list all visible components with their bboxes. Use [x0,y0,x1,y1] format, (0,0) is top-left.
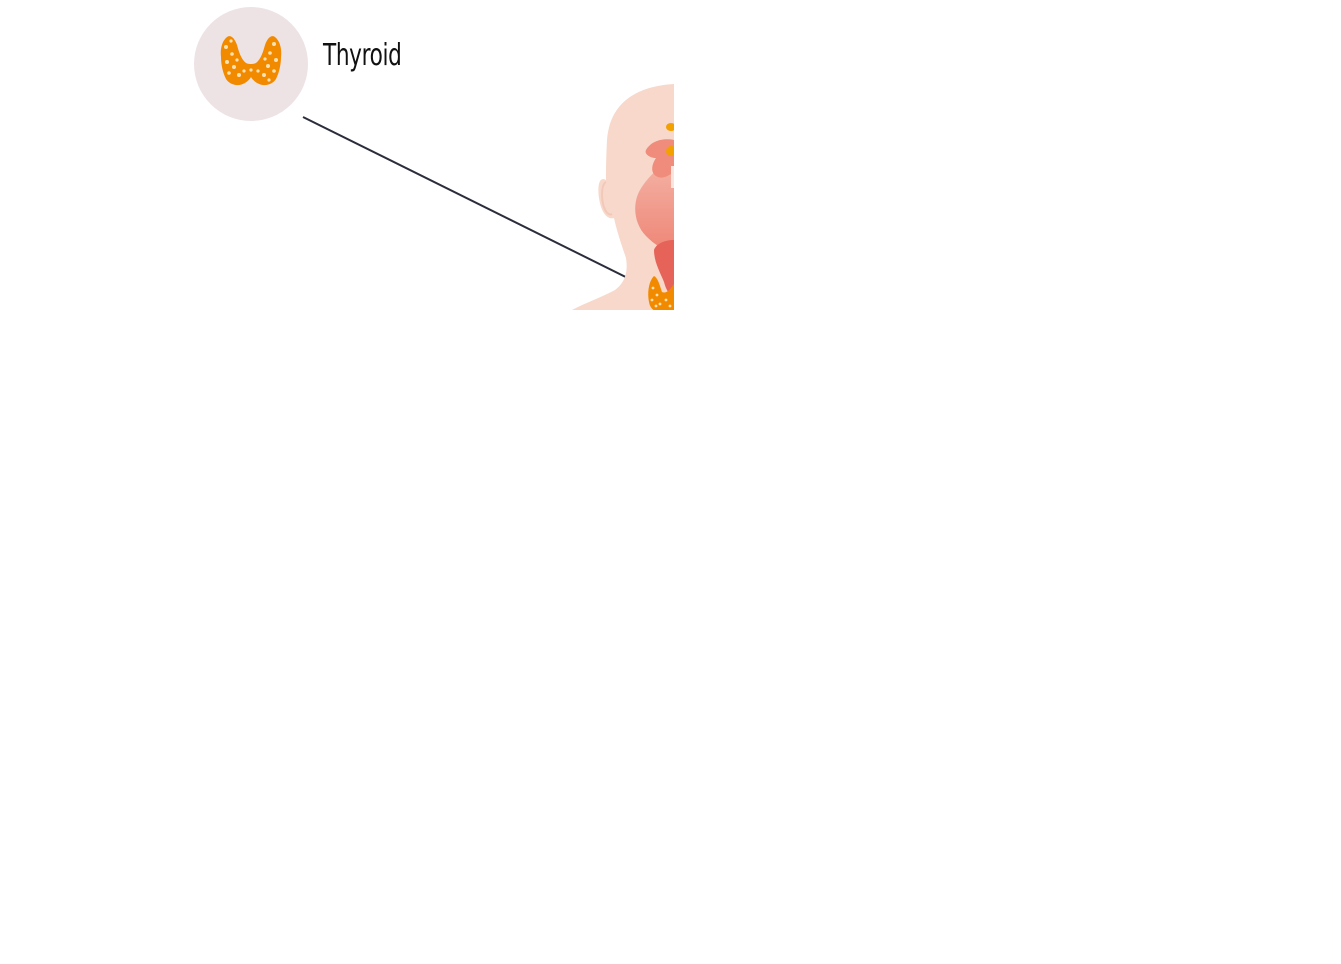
head-silhouette [572,84,674,310]
trachea [654,240,674,298]
thyroid-gland [648,276,674,310]
pituitary-gland [666,123,674,131]
thyroid-icon [220,36,282,86]
gland-marker [666,146,674,156]
throat-tissue [635,160,674,252]
thyroid-label: Thyroid [323,38,402,73]
thyroid-badge [194,7,308,121]
human-head-illustration [560,80,674,310]
ear [601,181,613,216]
